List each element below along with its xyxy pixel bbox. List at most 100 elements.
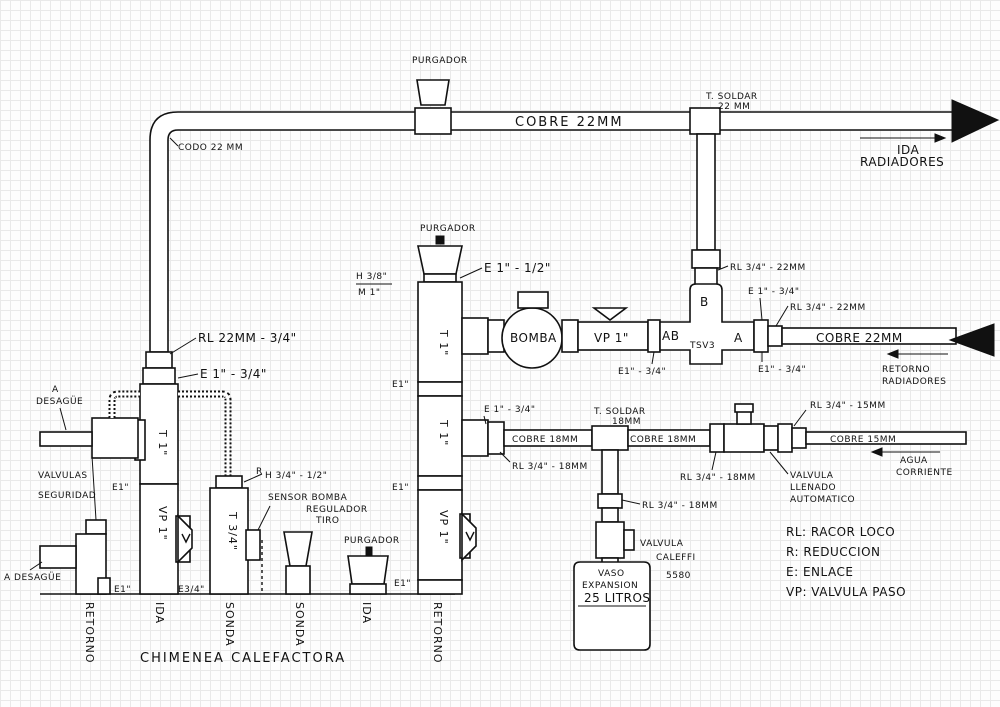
legend-rl: RL: RACOR LOCO [786, 525, 895, 539]
retorno-rad-label-2: RADIADORES [882, 377, 946, 387]
e1-34-pump-label: E1" - 3/4" [618, 367, 666, 377]
retorno-arrow-head [948, 323, 995, 357]
retorno-rad-label-1: RETORNO [882, 365, 930, 375]
t-soldar-top-label: T. SOLDAR [705, 92, 758, 102]
t1-lower-label: T 1" [437, 419, 450, 446]
purgador-mid-label: PURGADOR [420, 224, 476, 234]
vp1-mid-label: VP 1" [437, 510, 450, 545]
t-soldar-top-size: 22 MM [718, 102, 750, 112]
purgador-small [347, 555, 389, 585]
rl-34-15-label: RL 3/4" - 15MM [810, 401, 886, 411]
rl-34-22-ret-label: RL 3/4" - 22MM [790, 303, 866, 313]
e1-left-label: E1" [112, 483, 129, 493]
desague-pipe-top [39, 431, 93, 447]
vp1-left-label: VP 1" [156, 506, 169, 541]
e1-bottom-label: E1" [114, 585, 131, 595]
tsv3-valve [659, 283, 755, 365]
caleffi-label-2: CALEFFI [656, 553, 696, 563]
t1-upper-label: T 1" [437, 329, 450, 356]
cobre-18-a-label: COBRE 18MM [512, 435, 578, 445]
cobre-15-pipe [805, 431, 967, 445]
valvula-caleffi [595, 521, 625, 559]
pipe-to-tsv3 [696, 133, 716, 251]
bottom-ida-2: IDA [360, 602, 373, 624]
bomba-label: BOMBA [510, 331, 557, 345]
vp1-left [139, 483, 179, 595]
chimenea-label: CHIMENEA CALEFACTORA [140, 651, 346, 666]
bottom-sonda-1: SONDA [223, 602, 236, 647]
bottom-retorno-2: RETORNO [431, 602, 444, 664]
regulador-tiro [285, 565, 311, 595]
e1-c-label: E1" [394, 579, 411, 589]
valvulas-label-1: VALVULAS [38, 471, 88, 481]
h34-12-prefix: R [256, 467, 263, 477]
desague-pipe-bottom [39, 545, 77, 569]
rl-34-18-c-label: RL 3/4" - 18MM [642, 501, 718, 511]
t34-label: T 3/4" [226, 511, 239, 551]
t1-left-label: T 1" [156, 429, 169, 456]
llenado-label-1: VALVULA [790, 471, 834, 481]
legend-vp: VP: VALVULA PASO [786, 585, 906, 599]
e1-34-tsv-label: E1" - 3/4" [758, 365, 806, 375]
cobre-15-label: COBRE 15MM [830, 435, 896, 445]
legend-r: R: REDUCCION [786, 545, 881, 559]
purgador-top-label: PURGADOR [412, 56, 468, 66]
a-label: A [734, 331, 743, 345]
codo-label: CODO 22 MM [178, 143, 243, 153]
rl-34-18-b-label: RL 3/4" - 18MM [680, 473, 756, 483]
m1-label: M 1" [358, 288, 381, 298]
e1-34-left-label: E 1" - 3/4" [200, 367, 267, 381]
e1-34-after-label: E 1" - 3/4" [748, 287, 800, 297]
top-tee-purgador [414, 107, 452, 135]
caleffi-label-1: VALVULA [640, 539, 684, 549]
tsv3-label: TSV3 [689, 341, 715, 351]
agua-label-2: CORRIENTE [896, 468, 953, 478]
caleffi-label-3: 5580 [666, 571, 691, 581]
llenado-label-2: LLENADO [790, 483, 836, 493]
legend-e: E: ENLACE [786, 565, 853, 579]
rl-22-34-label: RL 22MM - 3/4" [198, 331, 297, 345]
cobre-22-ret-label: COBRE 22MM [816, 331, 903, 345]
bottom-sonda-2: SONDA [293, 602, 306, 647]
top-ida-pipe [149, 99, 1000, 353]
e1-a-label: E1" [392, 380, 409, 390]
cobre-22-return [781, 327, 957, 345]
h34-12-label: H 3/4" - 1/2" [265, 471, 327, 481]
a-desague-top-1: A [52, 385, 59, 395]
vp1-mid [417, 489, 463, 581]
legend: RL: RACOR LOCO R: REDUCCION E: ENLACE VP… [786, 525, 906, 599]
valvula-llenado [723, 423, 765, 453]
ida-radiadores-arrow-head [951, 99, 1000, 143]
agua-label-1: AGUA [900, 456, 928, 466]
bottom-retorno-1: RETORNO [83, 602, 96, 664]
vp1-pump [577, 321, 649, 351]
valvulas-tee [91, 417, 139, 459]
cobre-22-top-label: COBRE 22MM [515, 115, 624, 130]
left-group [39, 351, 389, 595]
purgador-top: PURGADOR [412, 56, 468, 106]
bottom-ida-1: IDA [153, 602, 166, 624]
t-soldar-18-label: T. SOLDAR [593, 407, 646, 417]
ab-label: AB [662, 329, 679, 343]
ida-radiadores-label-2: RADIADORES [860, 155, 944, 169]
purgador-mid [417, 245, 463, 275]
a-desague-top-2: DESAGÜE [36, 396, 83, 407]
t-soldar-18 [591, 425, 629, 451]
purgador-small-label: PURGADOR [344, 536, 400, 546]
rl-34-22-top-label: RL 3/4" - 22MM [730, 263, 806, 273]
valvula-seguridad [75, 533, 107, 595]
a-desague-bottom-label: A DESAGÜE [4, 572, 61, 583]
vaso-label-1: VASO [598, 569, 625, 579]
e1-12-label: E 1" - 1/2" [484, 261, 551, 275]
b-label: B [700, 295, 709, 309]
vaso-label-3: 25 LITROS [584, 591, 651, 605]
valvulas-label-2: SEGURIDAD [38, 491, 96, 501]
cobre-18-b-label: COBRE 18MM [630, 435, 696, 445]
e1-34-lower-label: E 1" - 3/4" [484, 405, 536, 415]
ida-radiadores-label-1: IDA [897, 143, 920, 157]
h38-label: H 3/8" [356, 272, 387, 282]
e34-bottom-label: E3/4" [178, 585, 205, 595]
middle-group [417, 235, 995, 651]
